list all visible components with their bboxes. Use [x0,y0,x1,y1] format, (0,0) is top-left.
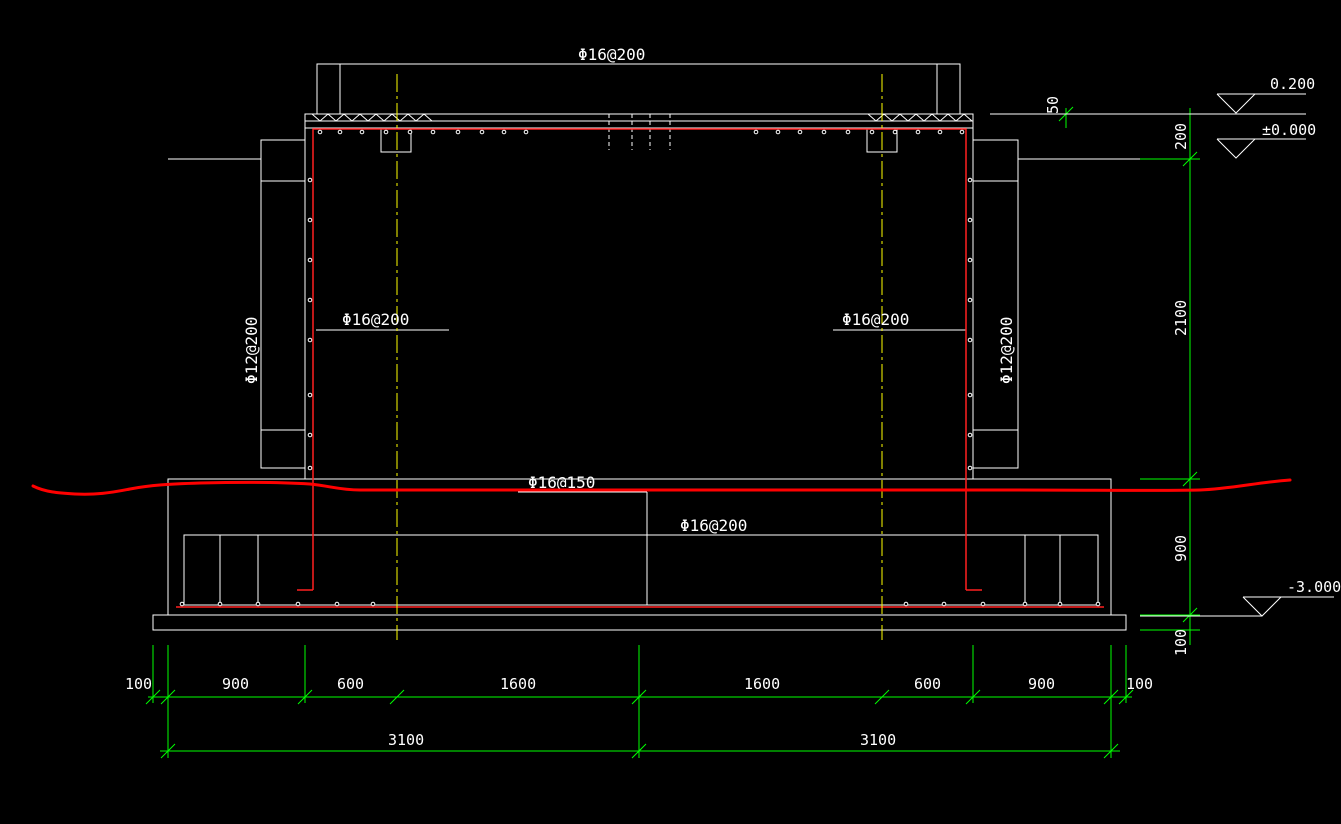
rebar [176,128,1104,608]
dim-row1-900-left: 900 [222,675,249,693]
rebar-dots [179,129,1101,607]
elevation-markers [990,93,1334,617]
dim-row2-3100-right: 3100 [860,731,896,749]
rebar-label-top-slab: Φ16@200 [578,45,645,64]
base-inner [183,534,1099,606]
rebar-label-left-pilaster: Φ12@200 [242,317,261,384]
slab-nib-left [380,127,412,153]
base-slab [167,478,1112,616]
dim-200: 200 [1172,123,1190,150]
slab-hatch [311,113,973,122]
rebar-label-base-bottom: Φ16@200 [680,516,747,535]
blinding-layer [152,614,1127,631]
structure-outline [152,63,1190,631]
elevation-ground-label: ±0.000 [1262,121,1316,139]
elevation-top-label: 0.200 [1270,75,1315,93]
dimension-lines [145,106,1200,759]
pilaster-right [972,139,1019,469]
rebar-label-base-top: Φ16@150 [528,473,595,492]
rebar-label-left-wall: Φ16@200 [342,310,409,329]
parapet-frame [316,63,961,115]
pilaster-left [260,139,306,469]
elevation-bottom-label: -3.000 [1287,578,1341,596]
dim-100: 100 [1172,629,1190,656]
dim-2100: 2100 [1172,300,1190,336]
dim-row1-1600-right: 1600 [744,675,780,693]
markup-red-line [31,478,1292,496]
dim-row1-600-right: 600 [914,675,941,693]
dim-row1-1600-left: 1600 [500,675,536,693]
dim-row1-100-right: 100 [1126,675,1153,693]
dim-row1-900-right: 900 [1028,675,1055,693]
slab-opening [608,114,671,150]
rebar-label-right-wall: Φ16@200 [842,310,909,329]
dim-row1-100-left: 100 [125,675,152,693]
wall-rebar-loop [312,128,967,590]
axis-lines [396,74,883,640]
rebar-label-right-pilaster: Φ12@200 [997,317,1016,384]
dim-50: 50 [1044,96,1062,114]
dim-900: 900 [1172,535,1190,562]
dim-row2-3100-left: 3100 [388,731,424,749]
dim-row1-600-left: 600 [337,675,364,693]
